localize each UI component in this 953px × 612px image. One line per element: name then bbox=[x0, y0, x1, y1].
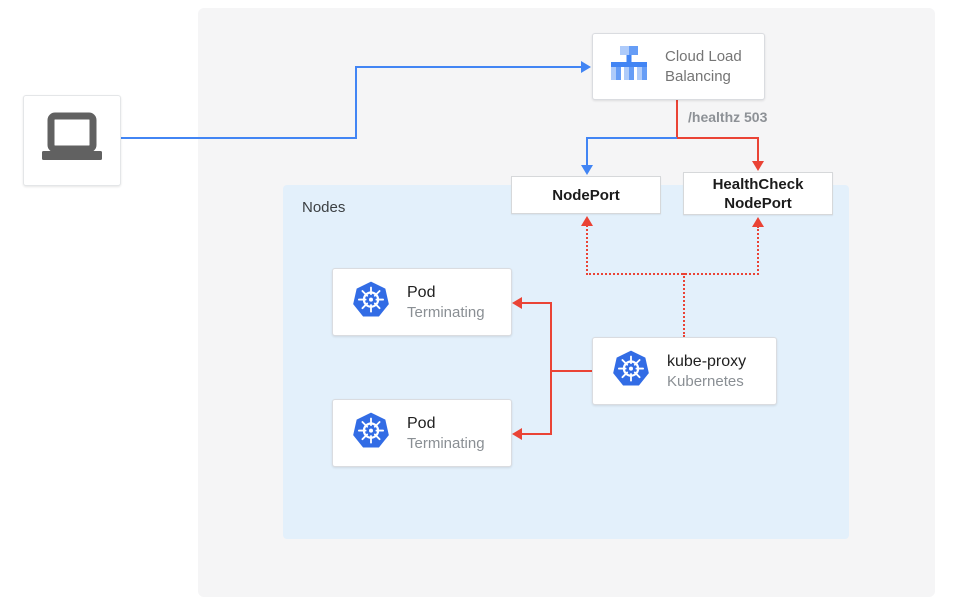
cloud-load-balancing-icon bbox=[607, 44, 651, 89]
pod2-card: Pod Terminating bbox=[332, 399, 512, 467]
connector-to-healthcheck bbox=[757, 137, 759, 163]
connector-to-pod1 bbox=[521, 302, 552, 304]
clb-label-line1: Cloud Load bbox=[665, 47, 742, 65]
connector-kubeproxy-left bbox=[551, 370, 592, 372]
kube-proxy-card: kube-proxy Kubernetes bbox=[592, 337, 777, 405]
connector-lb-down bbox=[676, 99, 678, 139]
connector-split-right-red bbox=[678, 137, 759, 139]
arrowhead-dotted-healthcheck-icon bbox=[752, 217, 764, 227]
arrowhead-into-nodeport-icon bbox=[581, 165, 593, 175]
healthz-status-label: /healthz 503 bbox=[688, 109, 768, 125]
clb-label-line2: Balancing bbox=[665, 67, 731, 85]
cloud-load-balancing-label: Cloud Load Balancing bbox=[665, 47, 742, 87]
cloud-load-balancing-card: Cloud Load Balancing bbox=[592, 33, 765, 100]
arrowhead-into-healthcheck-icon bbox=[752, 161, 764, 171]
pod2-status: Terminating bbox=[407, 434, 485, 452]
connector-to-pod2 bbox=[521, 433, 552, 435]
connector-split-left-blue bbox=[587, 137, 677, 139]
pod1-title: Pod bbox=[407, 283, 436, 301]
pod1-card: Pod Terminating bbox=[332, 268, 512, 336]
nodes-panel-label: Nodes bbox=[302, 199, 346, 216]
healthcheck-label-line1: HealthCheck bbox=[712, 175, 804, 193]
arrowhead-into-pod2-icon bbox=[512, 428, 522, 440]
kube-proxy-subtitle: Kubernetes bbox=[667, 372, 744, 390]
connector-pods-vertical bbox=[550, 302, 552, 435]
kubernetes-icon bbox=[351, 411, 391, 456]
kube-proxy-title: kube-proxy bbox=[667, 352, 747, 370]
healthcheck-nodeport-box: HealthCheck NodePort bbox=[683, 172, 833, 215]
connector-dotted-from-kubeproxy bbox=[683, 273, 685, 337]
connector-to-nodeport bbox=[586, 137, 588, 167]
pod2-title: Pod bbox=[407, 414, 436, 432]
healthcheck-label-line2: NodePort bbox=[724, 194, 792, 212]
kubernetes-icon bbox=[611, 349, 651, 394]
kubernetes-icon bbox=[351, 280, 391, 325]
arrowhead-into-load-balancer-icon bbox=[581, 61, 591, 73]
connector-client-horizontal bbox=[121, 137, 357, 139]
arrowhead-dotted-nodeport-icon bbox=[581, 216, 593, 226]
nodeport-box: NodePort bbox=[511, 176, 661, 214]
connector-dotted-to-healthcheck bbox=[757, 226, 759, 275]
connector-kubeproxy-dotted-horizontal bbox=[586, 273, 759, 275]
client-card bbox=[23, 95, 121, 186]
nodeport-label: NodePort bbox=[552, 186, 620, 204]
arrowhead-into-pod1-icon bbox=[512, 297, 522, 309]
connector-client-vertical bbox=[355, 66, 357, 139]
laptop-icon bbox=[40, 112, 104, 169]
connector-client-to-lb bbox=[355, 66, 583, 68]
connector-dotted-to-nodeport bbox=[586, 225, 588, 275]
pod1-status: Terminating bbox=[407, 303, 485, 321]
